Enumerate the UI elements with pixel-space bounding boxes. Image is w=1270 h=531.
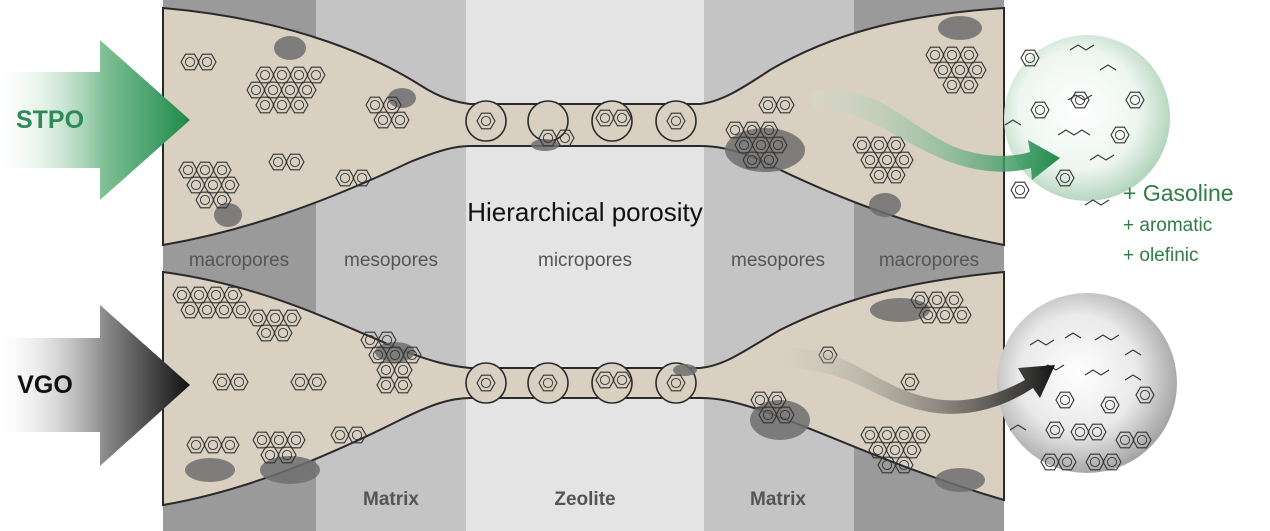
label-aromatic: + aromatic [1123,215,1212,236]
label-gasoline: + Gasoline [1123,180,1234,206]
coke-deposits [185,16,985,492]
label-mesopores-left: mesopores [344,250,438,271]
label-macropores-right: macropores [879,250,979,271]
label-stpo: STPO [16,106,84,134]
bottom-channel [162,270,1005,507]
label-vgo: VGO [17,371,73,399]
vgo-arrow: VGO [0,305,190,466]
label-mesopores-right: mesopores [731,250,825,271]
flow-arrow-vgo [780,347,1055,414]
flow-arrow-stpo [812,89,1060,180]
label-macropores-left: macropores [189,250,289,271]
diagram-title: Hierarchical porosity [467,197,703,227]
label-olefinic: + olefinic [1123,245,1199,266]
label-zeolite: Zeolite [554,489,615,510]
label-matrix-right: Matrix [750,489,806,510]
label-micropores: micropores [538,250,632,271]
products-top [1004,44,1145,206]
product-circle-vgo [997,293,1177,473]
band-micro [466,0,704,531]
gasoline-output: + Gasoline + aromatic + olefinic [1123,180,1234,266]
product-circle-stpo [1004,35,1170,201]
label-matrix-left: Matrix [363,489,419,510]
stpo-arrow: STPO [0,40,190,200]
